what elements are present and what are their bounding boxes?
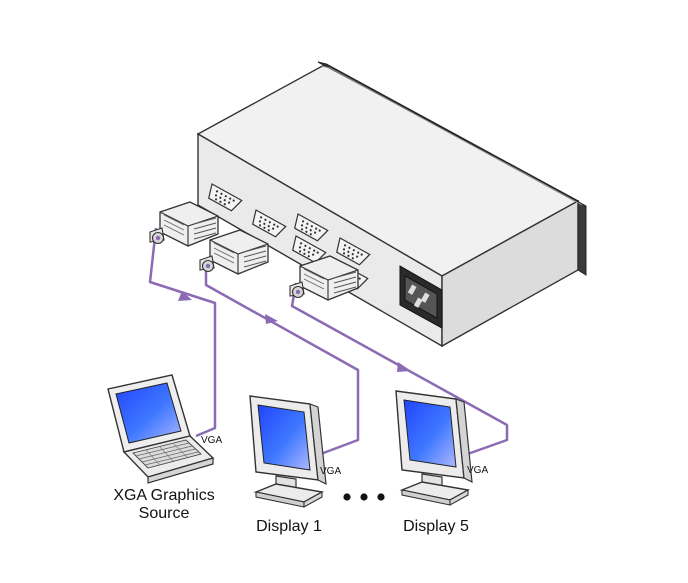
arrow-display-1 <box>265 314 278 324</box>
laptop-keyboard <box>132 439 202 469</box>
laptop <box>107 374 215 484</box>
display-5-monitor <box>395 390 473 506</box>
ellipsis-dots <box>343 493 385 501</box>
display-1-label: Display 1 <box>256 518 322 535</box>
cable-label-source: VGA <box>201 435 222 446</box>
display-5-screen <box>403 399 457 468</box>
amplifier-front-frame <box>317 61 587 276</box>
arrow-source <box>178 291 192 301</box>
power-socket[interactable] <box>399 265 443 329</box>
display-5-label: Display 5 <box>403 518 469 535</box>
display-1-screen <box>257 404 311 471</box>
cable-display-1 <box>204 258 360 457</box>
source-label-line-2: Source <box>139 505 190 522</box>
cables <box>148 227 509 458</box>
distribution-amplifier <box>196 61 587 348</box>
display-1-monitor <box>249 395 327 508</box>
cable-label-display-1: VGA <box>320 466 341 477</box>
laptop-screen <box>115 382 182 444</box>
arrow-display-5 <box>397 362 411 372</box>
cable-source <box>148 227 217 438</box>
cable-arrows <box>178 291 411 372</box>
cable-display-5 <box>290 282 509 458</box>
source-label-line-1: XGA Graphics <box>113 487 214 504</box>
cable-label-display-5: VGA <box>467 465 488 476</box>
